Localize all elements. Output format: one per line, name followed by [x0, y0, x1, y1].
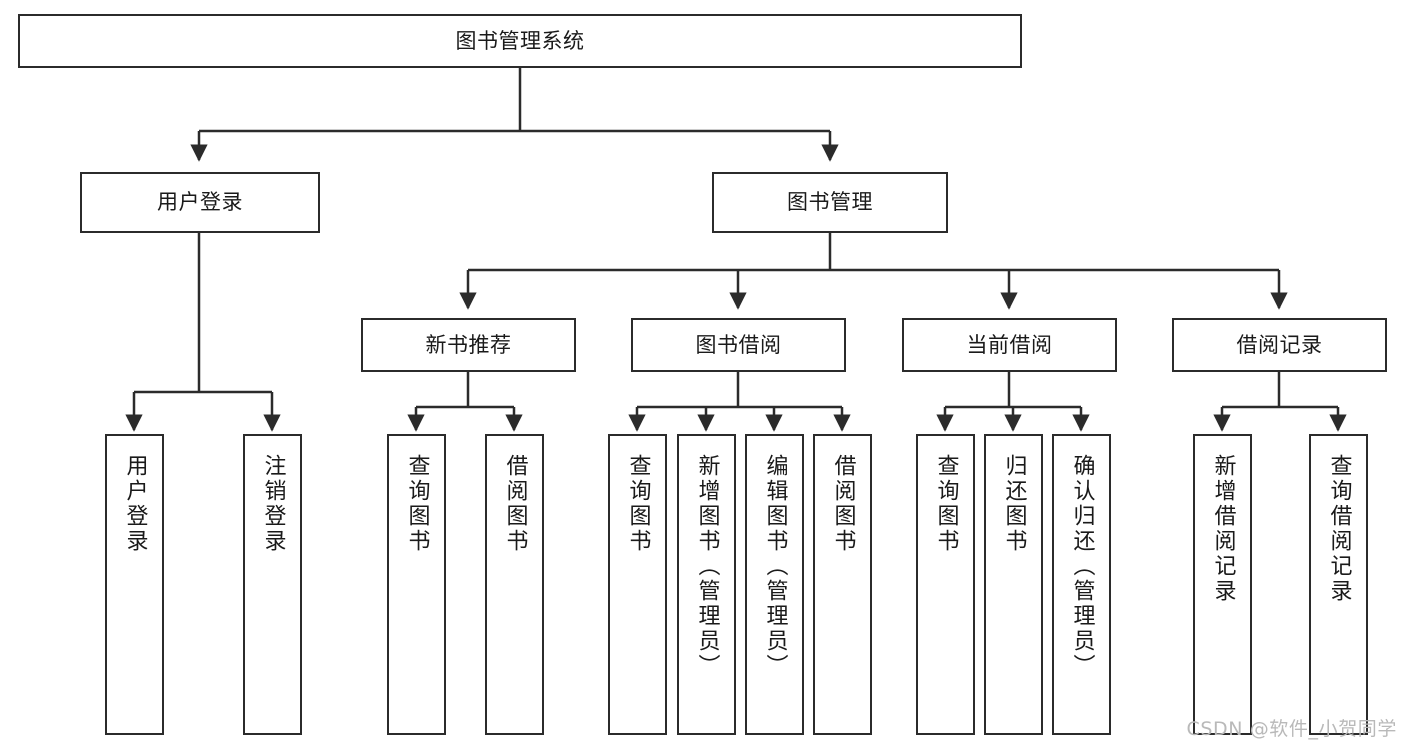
node-current-borrowing-label: 当前借阅: [966, 332, 1053, 357]
leaf-add-borrow-record[interactable]: 新增借阅记录: [1193, 434, 1252, 735]
leaf-query-book-newbook-label: 查询图书: [404, 454, 430, 554]
leaf-confirm-return-admin[interactable]: 确认归还（管理员）: [1052, 434, 1111, 735]
node-current-borrowing[interactable]: 当前借阅: [902, 318, 1117, 372]
leaf-query-book-newbook[interactable]: 查询图书: [387, 434, 446, 735]
leaf-logout-label: 注销登录: [260, 454, 286, 554]
leaf-query-book-current-label: 查询图书: [933, 454, 959, 554]
node-book-borrowing[interactable]: 图书借阅: [631, 318, 846, 372]
leaf-confirm-return-admin-label: 确认归还（管理员）: [1069, 454, 1095, 679]
leaf-borrow-book-newbook[interactable]: 借阅图书: [485, 434, 544, 735]
node-root-label: 图书管理系统: [455, 28, 585, 53]
leaf-return-book[interactable]: 归还图书: [984, 434, 1043, 735]
leaf-user-login[interactable]: 用户登录: [105, 434, 164, 735]
leaf-return-book-label: 归还图书: [1001, 454, 1027, 554]
leaf-borrow-book-borrow[interactable]: 借阅图书: [813, 434, 872, 735]
leaf-query-borrow-record[interactable]: 查询借阅记录: [1309, 434, 1368, 735]
leaf-add-book-admin[interactable]: 新增图书（管理员）: [677, 434, 736, 735]
node-book-borrowing-label: 图书借阅: [695, 332, 782, 357]
leaf-query-book-current[interactable]: 查询图书: [916, 434, 975, 735]
node-borrowing-record-label: 借阅记录: [1236, 332, 1323, 357]
node-book-management-label: 图书管理: [787, 190, 873, 215]
leaf-query-book-borrow-label: 查询图书: [625, 454, 651, 554]
leaf-edit-book-admin[interactable]: 编辑图书（管理员）: [745, 434, 804, 735]
leaf-query-book-borrow[interactable]: 查询图书: [608, 434, 667, 735]
leaf-user-login-label: 用户登录: [122, 454, 148, 554]
node-user-login[interactable]: 用户登录: [80, 172, 320, 233]
node-new-book-recommendation-label: 新书推荐: [425, 332, 512, 357]
node-user-login-label: 用户登录: [157, 190, 243, 215]
leaf-add-book-admin-label: 新增图书（管理员）: [694, 454, 720, 679]
node-root[interactable]: 图书管理系统: [18, 14, 1022, 68]
leaf-edit-book-admin-label: 编辑图书（管理员）: [762, 454, 788, 679]
leaf-borrow-book-borrow-label: 借阅图书: [830, 454, 856, 554]
leaf-borrow-book-newbook-label: 借阅图书: [502, 454, 528, 554]
node-new-book-recommendation[interactable]: 新书推荐: [361, 318, 576, 372]
node-borrowing-record[interactable]: 借阅记录: [1172, 318, 1387, 372]
leaf-add-borrow-record-label: 新增借阅记录: [1210, 454, 1236, 604]
leaf-logout[interactable]: 注销登录: [243, 434, 302, 735]
leaf-query-borrow-record-label: 查询借阅记录: [1326, 454, 1352, 604]
node-book-management[interactable]: 图书管理: [712, 172, 948, 233]
